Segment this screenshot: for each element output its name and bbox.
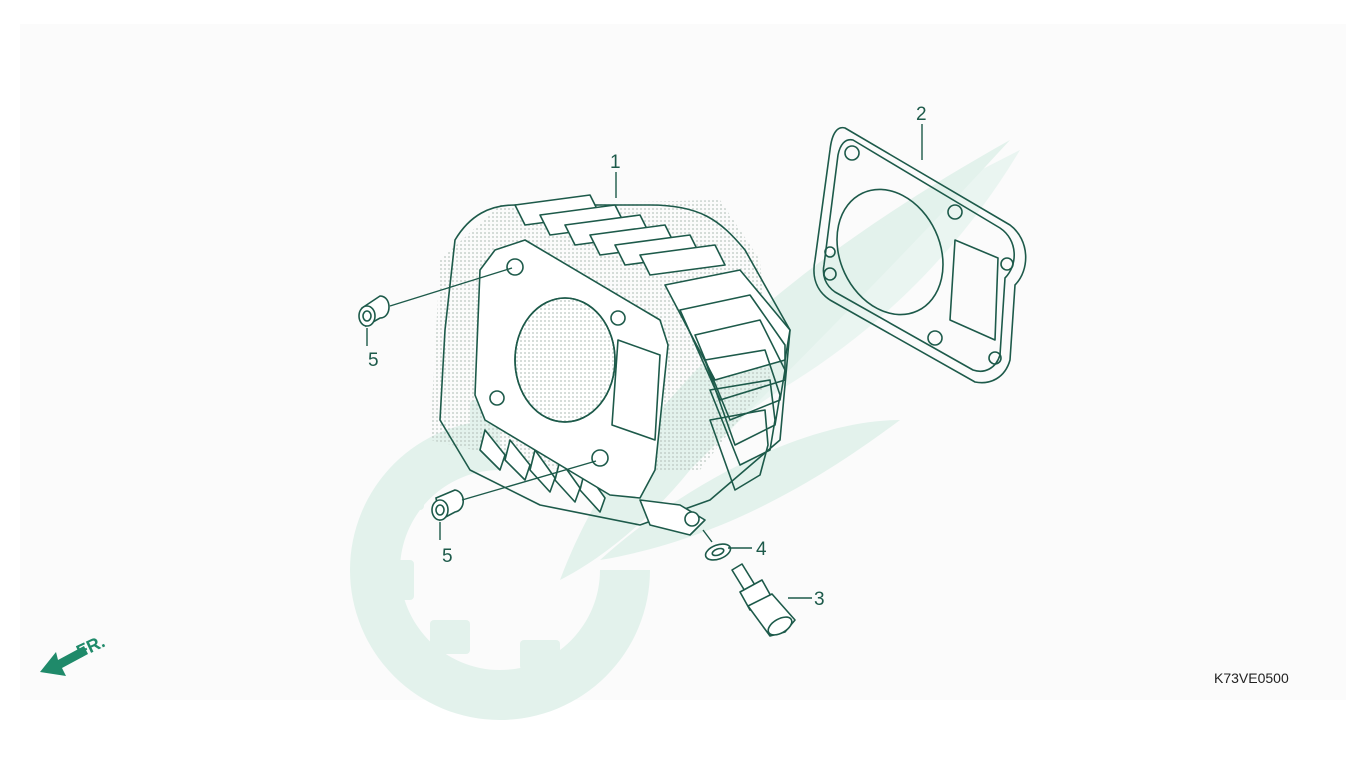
dowel-pin-lower	[431, 489, 465, 522]
cylinder-gasket	[813, 126, 1027, 384]
front-direction-arrow: FR.	[40, 631, 108, 676]
sealing-washer	[704, 543, 732, 561]
callout-dowel-lower: 5	[442, 546, 453, 567]
diagram-code: K73VE0500	[1214, 670, 1289, 686]
callout-washer: 4	[756, 539, 767, 560]
callout-sensor: 3	[814, 589, 825, 610]
temperature-sensor	[731, 563, 796, 637]
dowel-pin-upper	[358, 295, 390, 328]
callout-dowel-upper: 5	[368, 350, 379, 371]
leader-lines	[366, 124, 923, 599]
callout-gasket: 2	[916, 104, 927, 125]
cylinder-block	[430, 194, 791, 536]
callout-cylinder: 1	[610, 152, 621, 173]
